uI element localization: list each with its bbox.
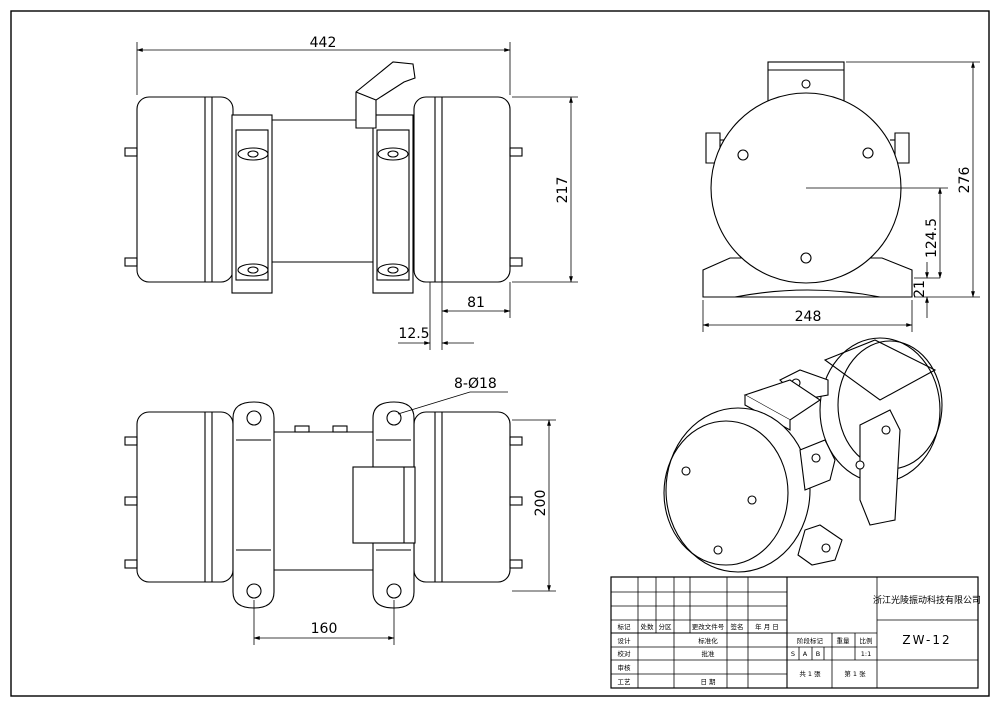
row-approve: 批准	[702, 649, 716, 658]
dim-width-200: 200	[533, 490, 549, 517]
dim-foot-21: 21	[912, 280, 928, 298]
dim-offset-12-5: 12.5	[398, 326, 429, 342]
total-sheets: 共 1 張	[799, 669, 821, 678]
row-check: 校对	[618, 649, 632, 658]
sheet-border	[10, 10, 990, 697]
header-mark: 标记	[618, 622, 632, 631]
isometric-view	[663, 337, 943, 573]
dim-center-124-5: 124.5	[924, 218, 940, 258]
dim-length-442: 442	[310, 35, 337, 51]
header-zone: 分区	[659, 622, 673, 631]
header-sign: 签名	[731, 622, 744, 631]
stage-b: B	[816, 650, 820, 658]
row-review: 审核	[618, 663, 632, 672]
front-view	[124, 61, 523, 294]
scale-label: 比例	[860, 636, 873, 645]
title-block	[610, 576, 979, 689]
header-date: 年 月 日	[755, 622, 779, 631]
dim-width-248: 248	[795, 309, 822, 325]
drawing-number: ZW-12	[902, 633, 951, 647]
scale-value: 1:1	[861, 650, 871, 658]
top-view	[124, 401, 523, 609]
dim-height-276: 276	[957, 167, 973, 194]
header-count: 处数	[641, 622, 655, 631]
row-process: 工艺	[618, 678, 632, 686]
dim-spacing-160: 160	[311, 621, 338, 637]
row-standard: 标准化	[698, 636, 718, 645]
row-date: 日 期	[700, 678, 716, 686]
front-dimensions	[136, 42, 578, 350]
stage-s: S	[791, 650, 795, 658]
company-name: 浙江光陵振动科技有限公司	[873, 594, 981, 606]
stage-label: 阶段标记	[797, 636, 824, 645]
top-dimensions	[253, 391, 556, 645]
dim-offset-81: 81	[467, 295, 485, 311]
weight-label: 重量	[837, 637, 851, 645]
dim-height-217: 217	[555, 177, 571, 204]
sheet-number: 第 1 张	[844, 669, 866, 678]
row-design: 设计	[618, 636, 632, 645]
dim-hole-spec: 8-Ø18	[454, 376, 497, 392]
side-view	[702, 61, 913, 298]
stage-a: A	[803, 650, 808, 658]
side-dimensions	[702, 61, 980, 332]
header-doc: 更改文件号	[692, 622, 725, 631]
